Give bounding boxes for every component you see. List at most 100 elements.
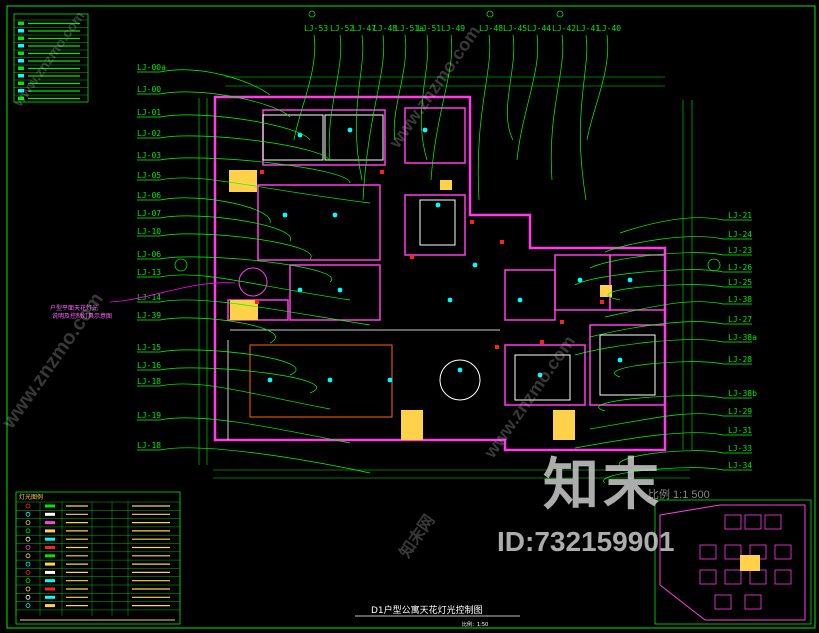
leader-line xyxy=(355,34,364,181)
leader-line xyxy=(159,349,297,376)
legend-symbol xyxy=(25,553,31,559)
legend-swatch xyxy=(45,529,55,533)
table-row-swatch xyxy=(18,29,24,33)
downlight-marker xyxy=(617,357,623,363)
legend-swatch xyxy=(45,521,55,525)
top-label: LJ-47 xyxy=(352,24,376,33)
legend-symbol xyxy=(25,594,31,600)
left-label: LJ-39 xyxy=(137,311,161,320)
right-label: LJ-24 xyxy=(728,230,752,239)
keyplan-unit xyxy=(744,594,762,610)
callout: 户型平面天花灯光 说明及控制灯具示意图 xyxy=(50,282,236,320)
leader-line xyxy=(159,114,311,141)
downlight-marker xyxy=(422,127,428,133)
fixture-marker xyxy=(600,300,604,304)
ceiling-lines xyxy=(227,114,656,440)
legend-swatch xyxy=(45,595,55,599)
downlight-marker xyxy=(337,287,343,293)
right-label: LJ-31 xyxy=(728,426,752,435)
right-label: LJ-25 xyxy=(728,278,752,287)
left-label: LJ-19 xyxy=(137,411,161,420)
left-label: LJ-05 xyxy=(137,171,161,180)
right-label-group: LJ-21LJ-24LJ-23LJ-26LJ-25LJ-38LJ-27LJ-38… xyxy=(728,211,757,470)
downlight-marker xyxy=(627,277,633,283)
legend-swatch xyxy=(45,504,55,508)
dimension-lines xyxy=(198,76,693,479)
watermark-id: ID:732159901 xyxy=(497,526,675,557)
legend-title: 灯光图例 xyxy=(19,493,43,501)
table-row-swatch xyxy=(18,44,24,48)
downlight-marker xyxy=(387,377,393,383)
left-label: LJ-14 xyxy=(137,293,161,302)
leader-line xyxy=(293,34,316,141)
leader-line xyxy=(362,34,385,201)
leader-lines xyxy=(137,34,752,484)
leader-line xyxy=(574,339,724,356)
watermark-brand: 知末 xyxy=(543,453,663,516)
left-label: LJ-00 xyxy=(137,85,161,94)
leader-line xyxy=(159,256,333,283)
leader-line xyxy=(579,34,588,201)
table-row-swatch xyxy=(18,59,24,63)
legend-swatch xyxy=(45,537,55,541)
leader-line xyxy=(618,450,724,467)
table-row-swatch xyxy=(18,21,24,25)
floor-plan xyxy=(213,95,667,452)
top-label: LJ-45 xyxy=(503,24,527,33)
right-label: LJ-21 xyxy=(728,211,752,220)
downlight-marker xyxy=(457,367,463,373)
keyplan-highlight xyxy=(740,555,760,571)
fixture-marker xyxy=(500,240,504,244)
scale-note: 比例 1:1 500 xyxy=(648,489,710,501)
legend-swatch xyxy=(45,562,55,566)
legend-symbol xyxy=(25,511,31,517)
light-fixtures xyxy=(255,127,633,383)
downlight-marker xyxy=(282,212,288,218)
top-label: LJ-53 xyxy=(304,24,328,33)
leader-line xyxy=(159,157,351,184)
leader-line xyxy=(159,197,271,224)
leader-line xyxy=(506,34,515,141)
legend-symbol xyxy=(25,578,31,584)
left-label: LJ-13 xyxy=(137,268,161,277)
left-label: LJ-18 xyxy=(137,377,161,386)
fixture-marker xyxy=(255,300,259,304)
downlight-marker xyxy=(327,377,333,383)
legend-symbol xyxy=(25,570,31,575)
fixture-marker xyxy=(410,255,414,259)
left-label: LJ-15 xyxy=(137,343,161,352)
table-row-swatch xyxy=(18,66,24,70)
keyplan-unit xyxy=(714,594,732,610)
top-label: LJ-49 xyxy=(441,24,465,33)
left-label: LJ-06 xyxy=(137,250,161,259)
top-label: LJ-48 xyxy=(479,24,503,33)
legend-symbol xyxy=(25,586,31,592)
right-label: LJ-29 xyxy=(728,407,752,416)
legend-swatch xyxy=(45,587,55,591)
downlight-marker xyxy=(435,202,441,208)
right-label: LJ-38b xyxy=(728,389,757,398)
top-label: LJ-40 xyxy=(597,24,621,33)
leader-line xyxy=(159,233,312,260)
legend-symbol xyxy=(25,545,31,550)
fixture-marker xyxy=(470,220,474,224)
legend-swatch xyxy=(45,604,55,608)
right-label: LJ-33 xyxy=(728,444,752,453)
downlight-marker xyxy=(472,262,478,268)
top-label: LJ-44 xyxy=(527,24,551,33)
legend-swatch xyxy=(45,554,55,558)
table-row-swatch xyxy=(18,74,24,78)
table-row-swatch xyxy=(18,36,24,40)
table-row-swatch xyxy=(18,81,24,85)
leader-line xyxy=(159,69,271,96)
fixture-marker xyxy=(560,320,564,324)
legend-symbol xyxy=(25,536,31,542)
leader-line xyxy=(159,367,318,394)
legend-symbol xyxy=(25,528,31,534)
keyplan-unit xyxy=(744,514,762,530)
leader-line xyxy=(603,467,724,484)
downlight-marker xyxy=(332,212,338,218)
leader-line xyxy=(574,432,724,449)
leader-line xyxy=(604,236,724,253)
